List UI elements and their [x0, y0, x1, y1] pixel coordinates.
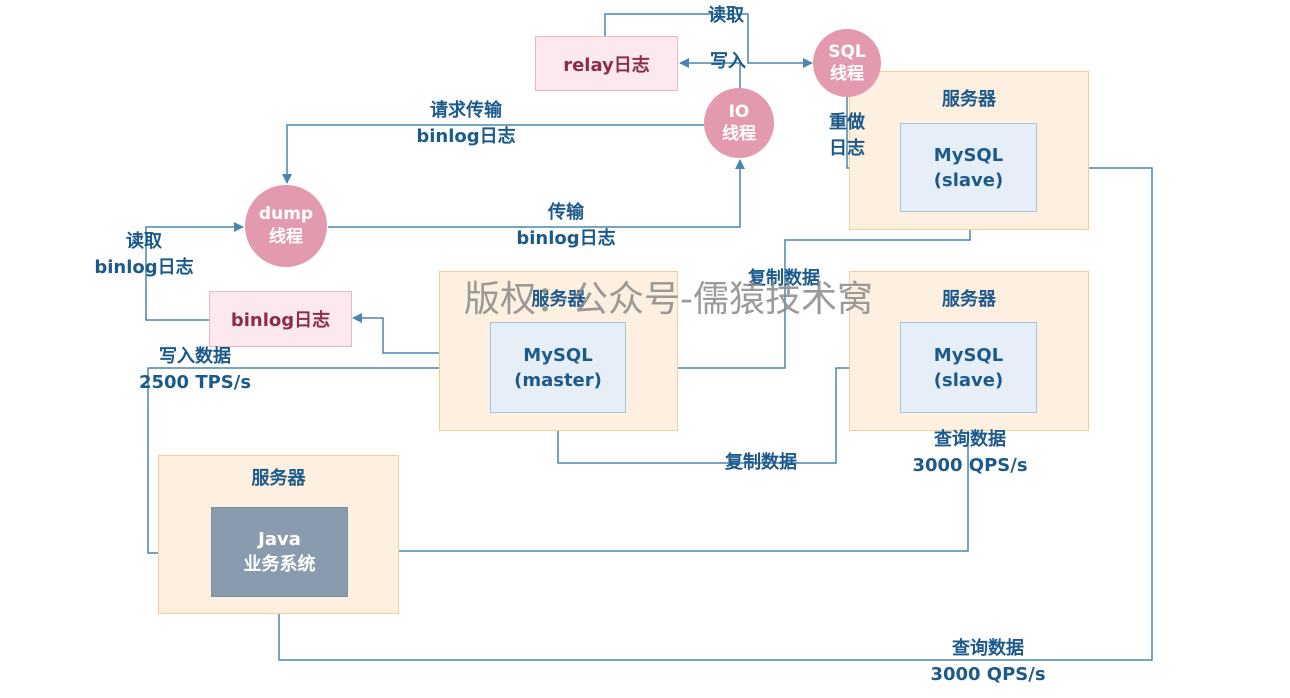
relay-log[interactable]: relay日志 [535, 36, 678, 91]
edge-master-to-slave-top [625, 211, 975, 369]
label-write-data-line1: 写入数据 [159, 346, 231, 367]
label-query-bottom-line1: 查询数据 [952, 638, 1024, 659]
edge-io-to-relay [679, 58, 741, 88]
mysql-slave-top[interactable]: MySQL (slave) [900, 123, 1037, 212]
edge-dump-to-io [328, 159, 745, 228]
label-read-binlog: 读取 binlog日志 [74, 229, 214, 281]
label-read-top: 读取 [708, 5, 744, 26]
label-redo-line1: 重做 [829, 112, 865, 133]
label-query-mid: 查询数据 3000 QPS/s [895, 427, 1045, 479]
edge-master-to-binlog [352, 313, 440, 354]
mysql-slave-top-role: (slave) [933, 169, 1004, 191]
server-slave-mid-title: 服务器 [942, 289, 996, 310]
label-read-binlog-line1: 读取 [126, 231, 162, 252]
label-transfer-line1: 传输 [548, 202, 584, 223]
mysql-slave-mid-name: MySQL [933, 344, 1004, 366]
io-thread-line2: 线程 [722, 124, 756, 144]
label-transfer: 传输 binlog日志 [496, 200, 636, 252]
label-request-transfer: 请求传输 binlog日志 [396, 98, 536, 150]
label-request-transfer-line1: 请求传输 [430, 100, 502, 121]
label-request-transfer-line2: binlog日志 [416, 126, 516, 147]
label-write-in: 写入 [710, 51, 746, 72]
binlog-file-label: binlog日志 [230, 310, 331, 331]
server-java-title: 服务器 [251, 468, 306, 489]
mysql-master-role: (master) [514, 369, 602, 391]
dump-thread-line2: 线程 [269, 227, 303, 247]
edge-io-to-dump [282, 124, 704, 184]
label-redo-log: 重做日志 [817, 110, 877, 162]
java-business-system[interactable]: Java 业务系统 [211, 507, 348, 597]
label-write-data-line2: 2500 TPS/s [138, 372, 252, 393]
sql-thread-line1: SQL [828, 42, 866, 62]
java-line1: Java [258, 529, 301, 550]
edge-relay-to-sql [604, 13, 813, 68]
label-write-data: 写入数据 2500 TPS/s [120, 344, 270, 396]
mysql-master[interactable]: MySQL (master) [490, 322, 626, 413]
io-thread-line1: IO [728, 102, 750, 122]
label-transfer-line2: binlog日志 [516, 228, 616, 249]
watermark: 版权：公众号-儒猿技术窝 [464, 279, 873, 320]
server-master-title: 服务器 [531, 289, 586, 310]
label-redo-line2: 日志 [829, 138, 865, 159]
label-query-mid-line2: 3000 QPS/s [912, 455, 1028, 476]
label-replicate-upper: 复制数据 [748, 268, 820, 289]
edge-slave-mid-to-java [347, 413, 969, 556]
mysql-master-name: MySQL [523, 344, 593, 366]
edge-binlog-to-dump [145, 222, 244, 321]
label-replicate-lower: 复制数据 [725, 452, 797, 473]
mysql-slave-mid[interactable]: MySQL (slave) [900, 322, 1037, 413]
java-line2: 业务系统 [243, 554, 316, 575]
dump-thread-line1: dump [258, 204, 314, 224]
label-read-binlog-line2: binlog日志 [94, 257, 194, 278]
label-query-bottom: 查询数据 3000 QPS/s [913, 636, 1063, 688]
label-query-mid-line1: 查询数据 [934, 429, 1006, 450]
label-query-bottom-line2: 3000 QPS/s [930, 664, 1046, 685]
mysql-slave-top-name: MySQL [933, 144, 1004, 166]
binlog-file[interactable]: binlog日志 [209, 291, 352, 347]
relay-log-label: relay日志 [563, 54, 650, 76]
mysql-slave-mid-role: (slave) [933, 369, 1004, 391]
dump-thread[interactable]: dump 线程 [245, 185, 327, 267]
sql-thread-line2: 线程 [830, 64, 864, 84]
edge-slave-top-to-java [274, 167, 1153, 661]
server-slave-top-title: 服务器 [942, 89, 996, 110]
